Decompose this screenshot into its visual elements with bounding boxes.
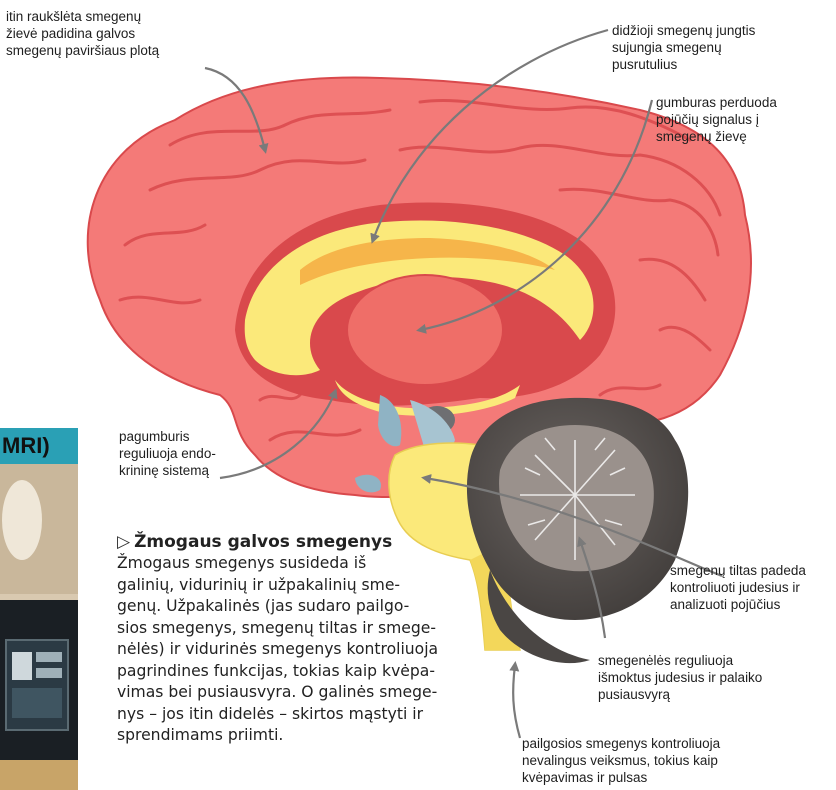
label-cortex-line: žievė padidina galvos — [6, 25, 159, 42]
label-cerebellum: smegenėlės reguliuoja išmoktus judesius … — [598, 652, 762, 703]
label-pons-line: analizuoti pojūčius — [670, 596, 806, 613]
label-hypothalamus-line: reguliuoja endo- — [119, 445, 216, 462]
label-cerebellum-line: pusiausvyrą — [598, 686, 762, 703]
arrow-medulla — [513, 665, 520, 738]
label-medulla-line: nevalingus veiksmus, tokius kaip — [522, 752, 720, 769]
label-cortex: itin raukšlėta smegenų žievė padidina ga… — [6, 8, 159, 59]
info-panel: ▷Žmogaus galvos smegenys Žmogaus smegeny… — [117, 531, 497, 747]
label-cortex-line: smegenų paviršiaus plotą — [6, 42, 159, 59]
label-medulla: pailgosios smegenys kontroliuoja nevalin… — [522, 735, 720, 786]
panel-line: Žmogaus smegenys susideda iš — [117, 553, 497, 575]
label-cortex-line: itin raukšlėta smegenų — [6, 8, 159, 25]
panel-line: genų. Užpakalinės (jas sudaro pailgo- — [117, 596, 497, 618]
label-pons: smegenų tiltas padeda kontroliuoti judes… — [670, 562, 806, 613]
panel-title-text: Žmogaus galvos smegenys — [134, 532, 392, 552]
label-cerebellum-line: smegenėlės reguliuoja — [598, 652, 762, 669]
label-thalamus-line: pojūčių signalus į — [656, 111, 777, 128]
label-thalamus-line: gumburas perduoda — [656, 94, 777, 111]
label-medulla-line: kvėpavimas ir pulsas — [522, 769, 720, 786]
label-thalamus-line: smegenų žievę — [656, 128, 777, 145]
label-medulla-line: pailgosios smegenys kontroliuoja — [522, 735, 720, 752]
label-hypothalamus-line: pagumburis — [119, 428, 216, 445]
panel-line: sprendimams priimti. — [117, 725, 497, 747]
panel-line: nėlės) ir vidurinės smegenys kontroliuoj… — [117, 639, 497, 661]
panel-line: galinių, vidurinių ir užpakalinių sme- — [117, 575, 497, 597]
label-pons-line: smegenų tiltas padeda — [670, 562, 806, 579]
triangle-icon: ▷ — [117, 532, 130, 552]
label-corpus-callosum-line: pusrutulius — [612, 56, 755, 73]
mri-photo — [0, 428, 78, 790]
panel-line: sios smegenys, smegenų tiltas ir smege- — [117, 618, 497, 640]
cerebellum — [467, 398, 688, 663]
panel-title: ▷Žmogaus galvos smegenys — [117, 531, 497, 553]
label-hypothalamus-line: krininę sistemą — [119, 462, 216, 479]
label-pons-line: kontroliuoti judesius ir — [670, 579, 806, 596]
panel-line: nys – jos itin didelės – skirtos mąstyti… — [117, 704, 497, 726]
label-corpus-callosum-line: sujungia smegenų — [612, 39, 755, 56]
label-hypothalamus: pagumburis reguliuoja endo- krininę sist… — [119, 428, 216, 479]
mri-photo-title: MRI) — [0, 428, 78, 464]
label-thalamus: gumburas perduoda pojūčių signalus į sme… — [656, 94, 777, 145]
label-corpus-callosum-line: didžioji smegenų jungtis — [612, 22, 755, 39]
label-corpus-callosum: didžioji smegenų jungtis sujungia smegen… — [612, 22, 755, 73]
label-cerebellum-line: išmoktus judesius ir palaiko — [598, 669, 762, 686]
panel-line: pagrindines funkcijas, tokias kaip kvėpa… — [117, 661, 497, 683]
panel-line: vimas bei pusiausvyra. O galinės smege- — [117, 682, 497, 704]
